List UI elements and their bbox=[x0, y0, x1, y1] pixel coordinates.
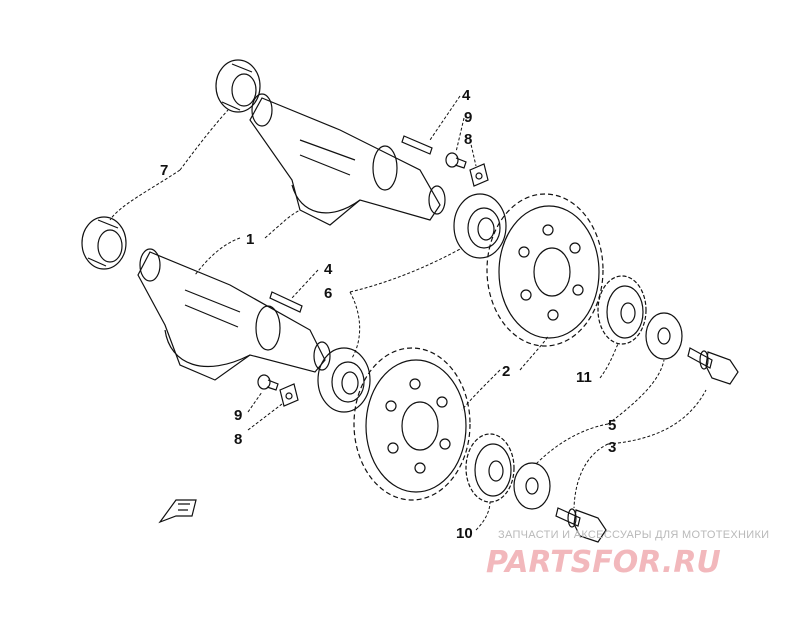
callout-9-upper: 9 bbox=[464, 109, 472, 126]
small-gear-lower bbox=[465, 433, 515, 503]
callout-11: 11 bbox=[576, 369, 592, 386]
washer-lower bbox=[513, 462, 551, 510]
leader-lines bbox=[109, 95, 707, 531]
balance-shaft-lower bbox=[137, 248, 331, 381]
small-gear-upper bbox=[597, 275, 647, 345]
bolt-lower bbox=[555, 507, 607, 543]
screw-lower bbox=[257, 374, 279, 391]
bolt-upper bbox=[687, 347, 739, 385]
ball-bearing-upper bbox=[453, 193, 507, 259]
callout-2: 2 bbox=[502, 363, 510, 380]
callout-7: 7 bbox=[160, 162, 168, 179]
watermark-logo: PARTSFOR.RU bbox=[486, 545, 721, 580]
callout-10: 10 bbox=[456, 525, 473, 542]
callout-4-upper: 4 bbox=[462, 87, 471, 104]
callout-1: 1 bbox=[246, 231, 254, 248]
balance-shaft-upper bbox=[249, 93, 446, 226]
callout-3: 3 bbox=[608, 439, 616, 456]
forward-direction-icon bbox=[158, 499, 197, 524]
callout-5: 5 bbox=[608, 417, 616, 434]
callout-8-lower: 8 bbox=[234, 431, 242, 448]
watermark-tagline: ЗАПЧАСТИ И АКСЕССУАРЫ ДЛЯ МОТОТЕХНИКИ bbox=[498, 529, 769, 541]
callout-6: 6 bbox=[324, 285, 332, 302]
lock-plate-upper bbox=[469, 163, 489, 187]
washer-upper bbox=[645, 312, 683, 360]
callout-9-lower: 9 bbox=[234, 407, 242, 424]
lock-plate-lower bbox=[279, 383, 299, 407]
large-gear-upper bbox=[486, 193, 604, 347]
large-gear-lower bbox=[353, 347, 471, 501]
key-lower bbox=[269, 291, 303, 313]
callout-4-lower: 4 bbox=[324, 261, 333, 278]
ball-bearing-lower bbox=[317, 347, 371, 413]
needle-bearing-upper bbox=[215, 59, 261, 113]
screw-upper bbox=[445, 152, 467, 169]
needle-bearing-lower bbox=[81, 216, 127, 270]
callout-8-upper: 8 bbox=[464, 131, 472, 148]
key-upper bbox=[401, 135, 433, 155]
